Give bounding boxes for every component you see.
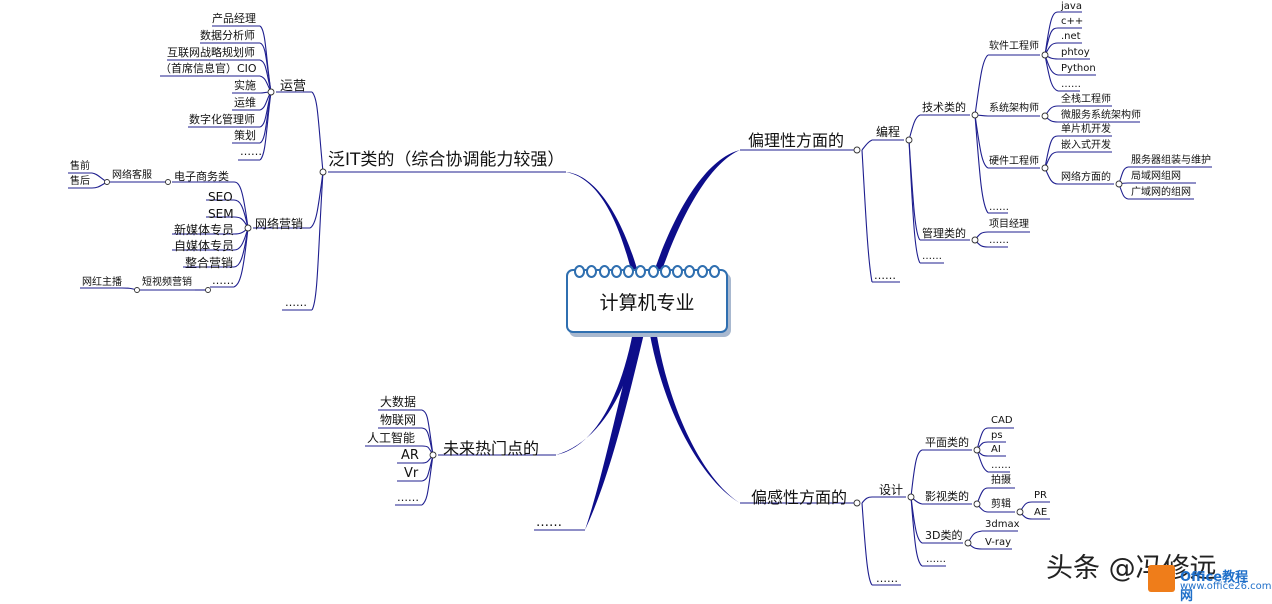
hardware-item: 单片机开发 xyxy=(1061,124,1111,135)
central-node: 计算机专业 xyxy=(566,265,728,333)
three-d-label: 3D类的 xyxy=(925,529,963,542)
marketing-item: SEO xyxy=(208,190,233,204)
future-item: 人工智能 xyxy=(367,431,416,445)
management-item: …… xyxy=(989,235,1009,246)
three-d-item: V-ray xyxy=(985,537,1012,548)
operations-item: 实施 xyxy=(234,79,256,92)
three-d-item: 3dmax xyxy=(985,519,1020,530)
language-item: …… xyxy=(1061,79,1081,90)
customer-service-label: 网络客服 xyxy=(112,170,152,181)
programming-more: …… xyxy=(922,251,942,262)
future-item: 物联网 xyxy=(380,413,417,427)
network-item: 局域网组网 xyxy=(1131,171,1181,182)
operations-label: 运营 xyxy=(280,79,307,94)
architect-item: 微服务系统架构师 xyxy=(1061,110,1141,121)
operations-item: 产品经理 xyxy=(212,12,256,25)
marketing-more: …… xyxy=(212,274,234,287)
shooting-label: 拍摄 xyxy=(991,475,1011,486)
emotional-more: …… xyxy=(876,572,898,585)
main-branches xyxy=(556,150,740,530)
branch-to-bottom-more xyxy=(585,300,652,530)
logo-title: Office教程网 xyxy=(1180,570,1249,604)
language-item: .net xyxy=(1061,31,1081,42)
aftersale-label: 售后 xyxy=(70,176,90,187)
bottom-more: …… xyxy=(536,515,562,530)
operations-item: 互联网战略规划师 xyxy=(167,46,255,59)
future-item: 大数据 xyxy=(380,395,417,409)
editing-item: AE xyxy=(1034,507,1048,518)
flat-item: …… xyxy=(991,460,1011,471)
author-watermark: 头条 @冯修远 xyxy=(1046,553,1217,584)
ecommerce-label: 电子商务类 xyxy=(174,170,229,183)
office-logo-icon xyxy=(1148,565,1175,592)
tech-more: …… xyxy=(989,202,1009,213)
operations-item: （首席信息官）CIO xyxy=(160,62,257,75)
rational-more: …… xyxy=(874,269,896,282)
management-label: 管理类的 xyxy=(922,227,966,240)
spiral-binding xyxy=(574,265,720,278)
software-engineer-label: 软件工程师 xyxy=(989,41,1039,52)
future-item: Vr xyxy=(404,466,419,481)
future-branch-label: 未来热门点的 xyxy=(443,439,540,458)
logo-url: www.office26.com xyxy=(1180,581,1272,592)
hardware-engineer-label: 硬件工程师 xyxy=(989,156,1039,167)
it-more: …… xyxy=(285,296,307,309)
marketing-item: 新媒体专员 xyxy=(174,223,235,237)
editing-item: PR xyxy=(1034,490,1047,501)
network-item: 服务器组装与维护 xyxy=(1131,155,1211,166)
operations-item: 运维 xyxy=(234,96,256,109)
flat-item: AI xyxy=(991,444,1001,455)
operations-item: 数字化管理师 xyxy=(189,113,255,126)
programming-label: 编程 xyxy=(876,125,901,139)
operations-item: 数据分析师 xyxy=(200,29,255,42)
short-video-label: 短视频营销 xyxy=(142,277,192,288)
technical-label: 技术类的 xyxy=(922,101,966,114)
central-label: 计算机专业 xyxy=(599,291,695,314)
site-logo: Office教程网 www.office26.com xyxy=(1148,562,1272,604)
rational-branch-label: 偏理性方面的 xyxy=(748,131,845,150)
language-item: Python xyxy=(1061,63,1096,74)
branch-nodes xyxy=(104,51,1123,547)
architect-label: 系统架构师 xyxy=(989,103,1039,114)
design-more: …… xyxy=(926,554,946,565)
hardware-item: 嵌入式开发 xyxy=(1061,140,1111,151)
streamer-label: 网红主播 xyxy=(82,277,122,288)
architect-item: 全栈工程师 xyxy=(1061,94,1111,105)
flat-design-label: 平面类的 xyxy=(925,436,969,449)
language-item: c++ xyxy=(1061,16,1084,27)
design-label: 设计 xyxy=(879,483,904,497)
language-item: java xyxy=(1061,1,1082,12)
management-item: 项目经理 xyxy=(989,219,1029,230)
marketing-item: 自媒体专员 xyxy=(174,239,235,253)
emotional-branch-label: 偏感性方面的 xyxy=(751,488,848,507)
operations-item: …… xyxy=(240,145,262,158)
presale-label: 售前 xyxy=(70,161,90,172)
marketing-label: 网络营销 xyxy=(255,217,304,231)
operations-item: 策划 xyxy=(234,129,256,142)
flat-item: ps xyxy=(991,430,1003,441)
network-item: 广域网的组网 xyxy=(1131,187,1191,198)
marketing-item: 整合营销 xyxy=(185,256,234,270)
editing-label: 剪辑 xyxy=(991,499,1011,510)
flat-item: CAD xyxy=(991,415,1013,426)
future-item: AR xyxy=(401,448,419,463)
it-branch-label: 泛IT类的（综合协调能力较强） xyxy=(328,150,565,170)
future-item: …… xyxy=(397,491,419,504)
video-label: 影视类的 xyxy=(925,490,969,503)
network-label: 网络方面的 xyxy=(1061,172,1111,183)
marketing-item: SEM xyxy=(208,207,234,221)
language-item: phtoy xyxy=(1061,47,1090,58)
